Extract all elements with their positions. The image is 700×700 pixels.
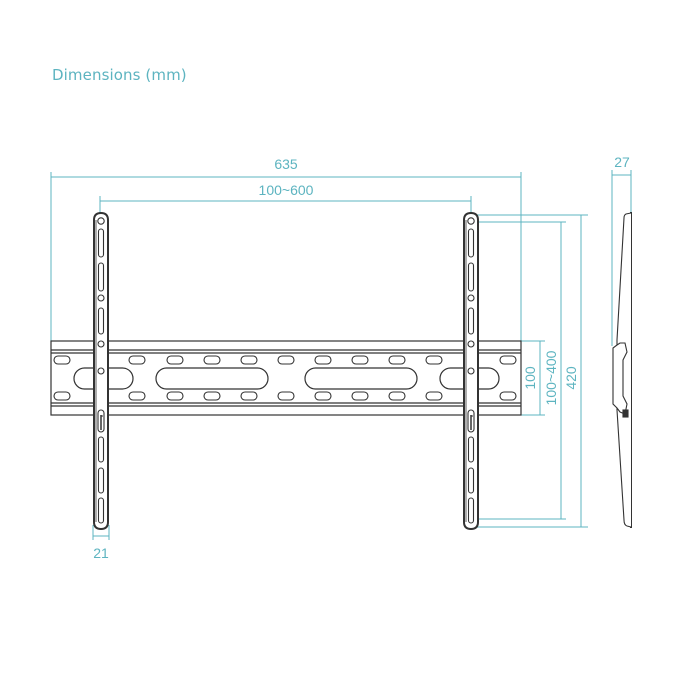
rail-height-label: 100	[522, 366, 538, 390]
overall-height-label: 420	[563, 366, 579, 390]
right-tv-arm	[463, 211, 479, 531]
diagram-title: Dimensions (mm)	[52, 66, 187, 84]
front-view	[50, 211, 522, 531]
vesa-vertical-label: 100~400	[543, 350, 559, 405]
overall-width-label: 635	[274, 156, 298, 172]
rail-cutouts	[73, 367, 500, 390]
depth-label: 27	[614, 154, 630, 170]
dimension-lines	[50, 170, 632, 540]
arm-width-label: 21	[93, 545, 109, 561]
left-tv-arm	[93, 211, 109, 531]
side-view	[612, 212, 632, 528]
vesa-horizontal-label: 100~600	[259, 182, 314, 198]
